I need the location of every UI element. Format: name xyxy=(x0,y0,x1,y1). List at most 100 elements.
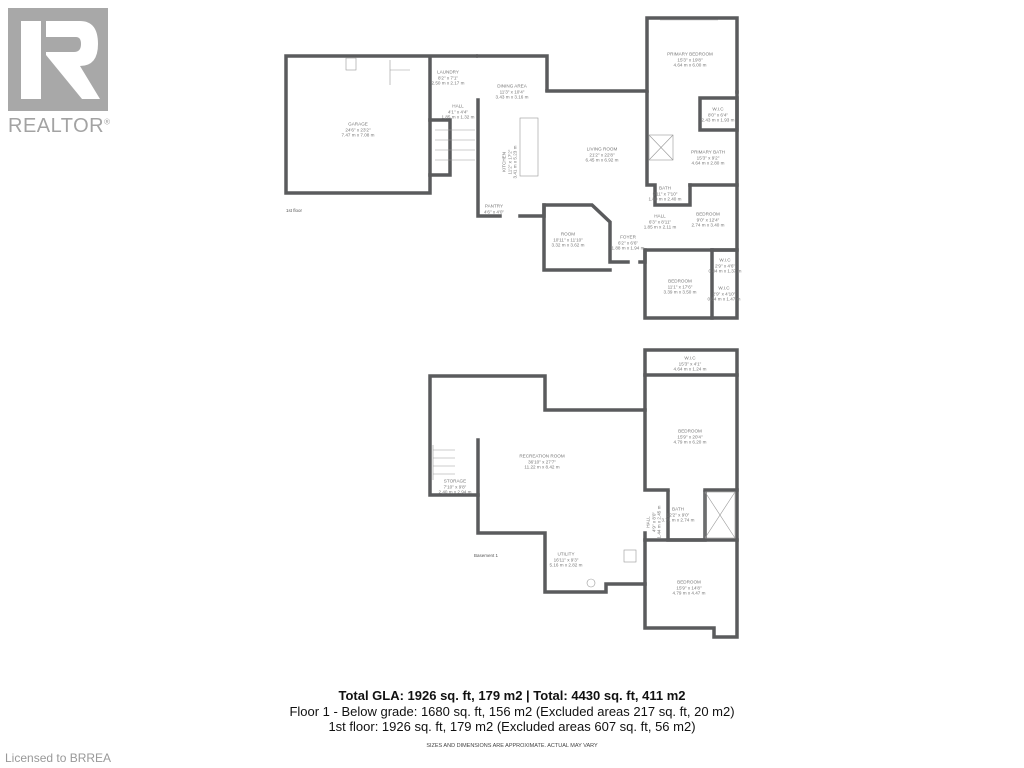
room-name: Primary Bath xyxy=(691,149,725,155)
room-name: Laundry xyxy=(437,69,459,75)
room-imperial: 4'1" x 4'4" xyxy=(447,109,469,115)
room-label: Primary Bath15'3" x 9'2"4.64 m x 2.80 m xyxy=(691,150,725,167)
room-imperial: 4'6" x 4'0" xyxy=(483,209,505,214)
room-label: Living Room21'2" x 22'8"6.45 m x 6.92 m xyxy=(586,147,619,164)
room-imperial: 15'3" x 19'8" xyxy=(677,57,703,63)
room-label: Hall6'3" x 8'11"1.85 m x 2.11 m xyxy=(644,214,677,231)
fixtures xyxy=(345,57,736,588)
room-imperial: 11'1" x 17'6" xyxy=(667,284,693,290)
room-name: W.I.C xyxy=(684,355,696,361)
total-area: Total GLA: 1926 sq. ft, 179 m2 | Total: … xyxy=(338,688,686,703)
first-floor-area: 1st floor: 1926 sq. ft, 179 m2 (Excluded… xyxy=(328,719,696,734)
room-name: Living Room xyxy=(586,146,618,152)
realtor-logo-mark xyxy=(8,8,108,111)
room-imperial: 5'11" x 7'10" xyxy=(652,191,678,197)
room-imperial: 8'0" x 6'4" xyxy=(707,112,729,118)
room-metric: 0.84 m x 1.47 m xyxy=(707,296,741,302)
room-name: Foyer xyxy=(620,234,636,240)
room-imperial: 21'2" x 22'8" xyxy=(589,152,615,158)
room-name: Hall xyxy=(452,103,464,109)
room-label: Hall4'1" x 4'4"1.85 m x 1.32 m xyxy=(442,104,475,121)
room-imperial: 12'2" x 9'0" xyxy=(666,512,690,518)
room-imperial: 16'11" x 9'3" xyxy=(553,557,579,563)
room-label: Dining Area11'3" x 10'4"3.43 m x 3.16 m xyxy=(496,84,529,101)
room-metric: 1.80 m x 2.40 m xyxy=(648,196,682,202)
first-floor-label: 1st floor xyxy=(286,208,303,213)
room-label: Hall4'9" x 8'0"1.44 m x 2.45 m xyxy=(646,506,663,539)
room-name: Bedroom xyxy=(668,278,692,284)
room-name: Storage xyxy=(443,478,467,484)
room-metric: 2.74 m x 3.40 m xyxy=(691,222,725,228)
room-label: Room10'11" x 11'10"3.32 m x 3.62 m xyxy=(552,232,585,249)
room-name: Bath xyxy=(659,185,671,191)
licensed-notice: Licensed to BRREA xyxy=(5,751,112,765)
room-imperial: 11'3" x 10'4" xyxy=(499,89,525,95)
room-metric: 1.85 m x 2.11 m xyxy=(643,224,677,230)
room-name: Dining Area xyxy=(497,83,527,89)
room-name: Hall xyxy=(654,213,666,219)
disclaimer: SIZES AND DIMENSIONS ARE APPROXIMATE. AC… xyxy=(426,743,598,749)
room-metric: 1.88 m x 1.94 m xyxy=(611,245,645,251)
room-label: Recreation Room36'10" x 27'7"11.22 m x 8… xyxy=(519,454,564,471)
room-label: Bedroom15'9" x 14'8"4.79 m x 4.47 m xyxy=(673,580,706,597)
room-label: Primary Bedroom15'3" x 19'8"4.64 m x 6.0… xyxy=(667,52,713,69)
floor-plan xyxy=(284,16,739,639)
room-metric: 0.84 m x 1.37 m xyxy=(708,268,742,274)
room-name: W.I.C xyxy=(718,285,730,291)
realtor-logo-text: REALTOR® xyxy=(8,115,111,137)
room-name: Bath xyxy=(672,506,684,512)
room-metric: 2.40 m x 2.94 m xyxy=(438,489,472,495)
room-name: Primary Bedroom xyxy=(667,51,713,57)
room-imperial: 36'10" x 27'7" xyxy=(528,459,556,465)
room-metric: 5.16 m x 2.82 m xyxy=(549,562,583,568)
room-name: Bedroom xyxy=(696,211,720,217)
room-imperial: 24'6" x 23'2" xyxy=(345,127,371,133)
room-imperial: 15'9" x 20'4" xyxy=(677,434,703,440)
floor1-area: Floor 1 - Below grade: 1680 sq. ft, 156 … xyxy=(289,704,735,719)
room-metric: 11.22 m x 8.42 m xyxy=(524,464,560,470)
room-label: Bedroom9'0" x 12'4"2.74 m x 3.40 m xyxy=(692,212,725,229)
room-name: Bedroom xyxy=(677,579,701,585)
room-label: Bath5'11" x 7'10"1.80 m x 2.40 m xyxy=(649,186,682,203)
stairs xyxy=(389,60,475,480)
room-metric: 7.47 m x 7.08 m xyxy=(341,132,375,138)
room-name: Bedroom xyxy=(678,428,702,434)
room-label: Pantry4'6" x 4'0" xyxy=(484,203,504,214)
room-label: Bedroom11'1" x 17'6"3.39 m x 3.50 m xyxy=(664,279,697,296)
room-label: Laundry8'2" x 7'1"2.50 m x 2.17 m xyxy=(432,70,465,87)
room-imperial: 6'2" x 6'6" xyxy=(617,240,639,246)
room-metric: 3.43 m x 3.16 m xyxy=(495,94,529,100)
room-metric: 3.41 m x 5.23 m xyxy=(512,145,518,179)
room-metric: 4.64 m x 6.00 m xyxy=(673,62,707,68)
windows xyxy=(300,17,739,630)
room-name: Room xyxy=(560,231,576,237)
room-metric: 3.39 m x 3.50 m xyxy=(663,289,697,295)
room-imperial: 7'10" x 9'8" xyxy=(443,484,467,490)
room-name: Recreation Room xyxy=(519,453,565,459)
room-imperial: 2'9" x 4'6" xyxy=(714,263,736,269)
room-label: Bedroom15'9" x 20'4"4.79 m x 6.20 m xyxy=(674,429,707,446)
room-name: W.I.C xyxy=(712,106,724,112)
room-imperial: 10'11" x 11'10" xyxy=(553,237,583,243)
room-imperial: 2'9" x 4'10" xyxy=(712,291,736,297)
room-name: Pantry xyxy=(484,203,504,209)
room-metric: 6.45 m x 6.92 m xyxy=(585,157,619,163)
room-imperial: 8'2" x 7'1" xyxy=(437,75,459,81)
room-label: Foyer6'2" x 6'6"1.88 m x 1.94 m xyxy=(612,235,645,252)
room-metric: 4.64 m x 1.24 m xyxy=(673,366,707,372)
room-label: Kitchen11'2" x 17'2"3.41 m x 5.23 m xyxy=(502,146,519,179)
room-metric: 1.85 m x 1.32 m xyxy=(441,114,475,120)
room-label: Storage7'10" x 9'8"2.40 m x 2.94 m xyxy=(439,479,472,496)
room-metric: 4.79 m x 4.47 m xyxy=(672,590,706,596)
room-label: Bath12'2" x 9'0"3.71 m x 2.74 m xyxy=(662,507,695,524)
room-metric: 2.50 m x 2.17 m xyxy=(431,80,465,86)
room-name: Garage xyxy=(348,121,368,127)
room-label: Garage24'6" x 23'2"7.47 m x 7.08 m xyxy=(342,122,375,139)
room-label: Utility16'11" x 9'3"5.16 m x 2.82 m xyxy=(550,552,583,569)
room-imperial: 6'3" x 8'11" xyxy=(648,219,672,225)
room-imperial: 15'3" x 4'1" xyxy=(678,361,702,367)
room-name: Utility xyxy=(557,551,575,557)
